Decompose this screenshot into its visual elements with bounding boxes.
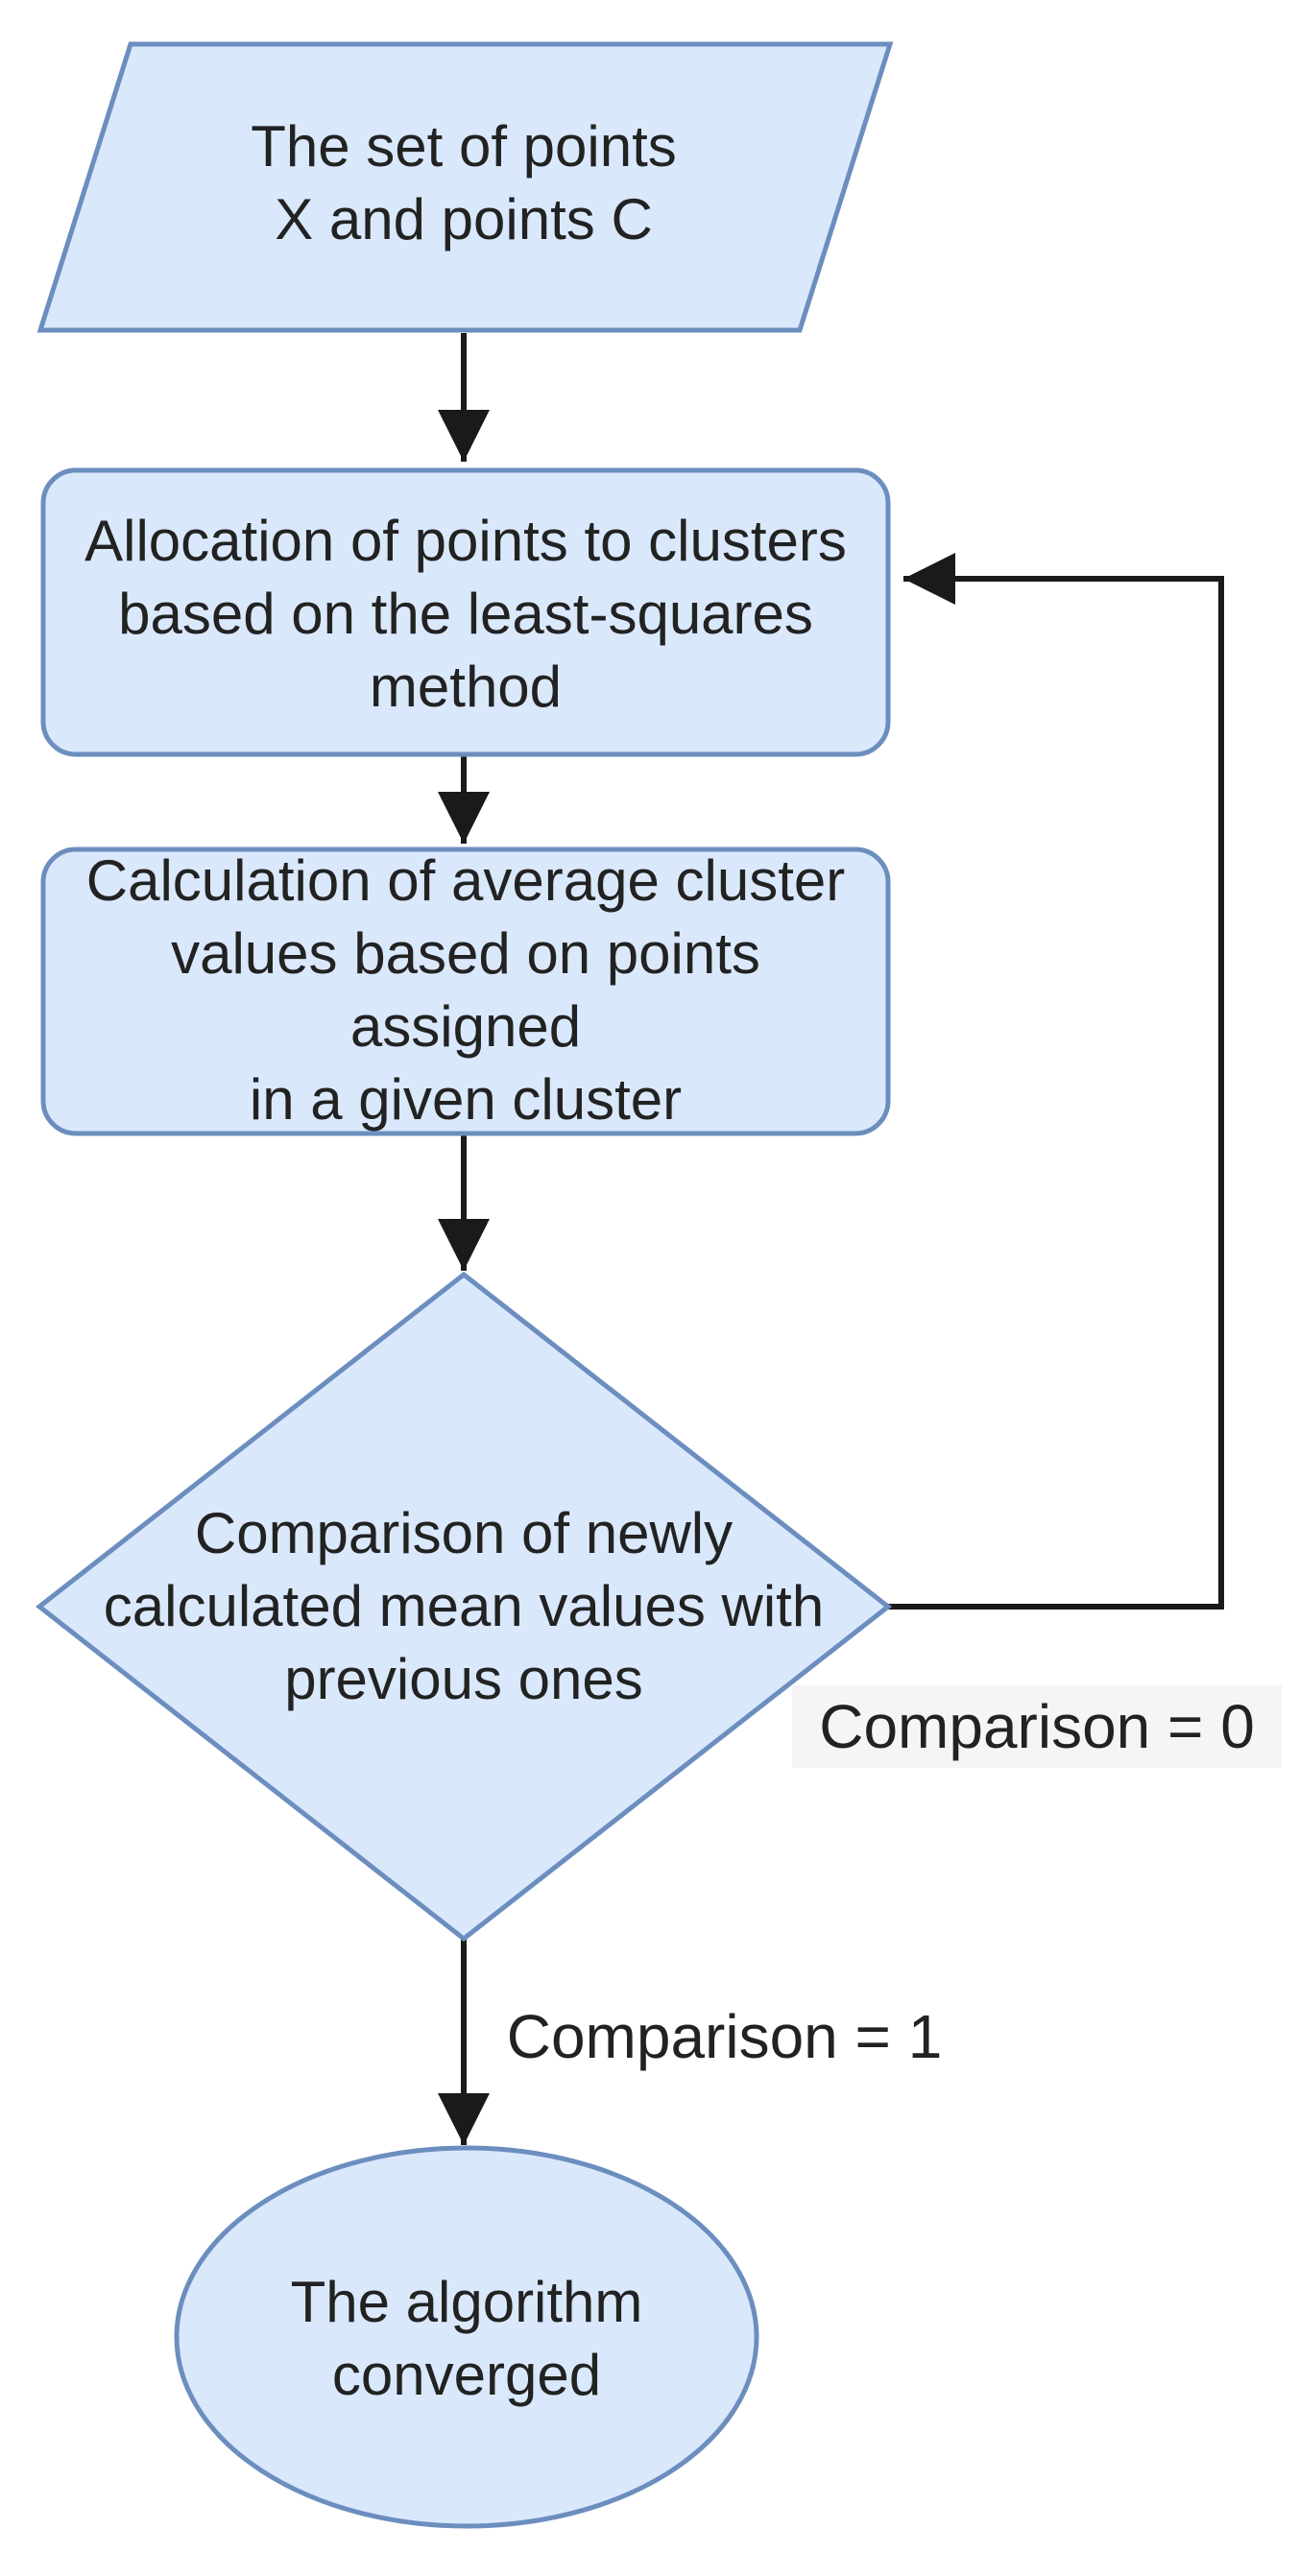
- converged-ellipse-shape: [174, 2145, 759, 2529]
- edge-loop-comparison-to-allocation: [888, 553, 1224, 1610]
- converged-node-line: The algorithm: [290, 2270, 643, 2334]
- edge-label-comparison-0: Comparison = 0: [792, 1685, 1282, 1768]
- input-node-line: X and points C: [275, 187, 653, 251]
- allocation-node-label: Allocation of points to clusters based o…: [62, 503, 869, 726]
- input-node-label: The set of points X and points C: [142, 102, 785, 265]
- calculation-node-line: Calculation of average cluster: [85, 848, 846, 913]
- calculation-node-line: values based on points assigned: [171, 921, 760, 1059]
- input-parallelogram-shape: [36, 41, 894, 333]
- allocation-box-shape: [40, 467, 891, 757]
- calculation-node-label: Calculation of average cluster values ba…: [62, 848, 869, 1132]
- allocation-node-line: Allocation of points to clusters: [84, 509, 847, 573]
- comparison-node-label: Comparison of newly calculated mean valu…: [99, 1495, 829, 1718]
- comparison-node-line: Comparison of newly: [194, 1501, 734, 1565]
- input-node-line: The set of points: [251, 114, 677, 179]
- comparison-node-line: previous ones: [284, 1647, 643, 1711]
- converged-node-label: The algorithm converged: [179, 2265, 755, 2413]
- allocation-node-line: based on the least-squares: [118, 582, 813, 646]
- comparison-node-line: calculated mean values with: [103, 1574, 825, 1638]
- comparison-diamond-shape: [35, 1271, 893, 1943]
- allocation-node-line: method: [369, 655, 563, 719]
- converged-node-line: converged: [331, 2343, 602, 2407]
- calculation-node-line: in a given cluster: [249, 1067, 683, 1132]
- edge-label-comparison-1: Comparison = 1: [506, 2002, 943, 2071]
- calculation-box-shape: [40, 847, 891, 1136]
